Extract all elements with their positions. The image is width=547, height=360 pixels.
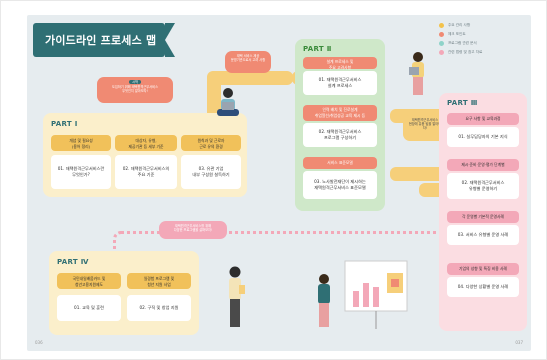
start-bubble-text: 도입하기 위해 재택원격근무서비스 무엇인지 알아보자! (111, 85, 158, 94)
legend-item: 관련 법령 및 참고 자료 (439, 50, 521, 55)
part3-card: PART Ⅲ 요구 사항 및 교육과정 01. 실무담당자의 기본 지식 제시·… (439, 93, 527, 331)
page-number-right: 037 (515, 340, 523, 345)
person-laptop-icon (213, 87, 243, 123)
part3-title: PART Ⅲ (447, 99, 478, 107)
part2-step-label: 01. 재택원격근무서비스 설계 프로세스 (318, 77, 362, 88)
legend-item: 체크 포인트 (439, 32, 521, 37)
part1-step-label: 01. 재택원격근무서비스란 무엇인가? (57, 166, 105, 177)
part4-step-label: 01. 교육 및 훈련 (74, 305, 104, 310)
part1-head-text: 대상자, 유형, 제공기관 등 세부 기준 (128, 138, 164, 149)
part3-step-label: 03. 서비스 유형별 운영 사례 (457, 232, 509, 237)
part3-step-label: 02. 재택원격근무서비스 유형별 운영하기 (461, 180, 505, 191)
part2-step[interactable]: 01. 재택원격근무서비스 설계 프로세스 (303, 71, 377, 95)
part2-step-label: 03. 노사발전재단이 제시하는 재택원격근무서비스 표준모델 (314, 179, 366, 190)
legend: 주요 관리 사항 체크 포인트 프로그램 관련 문서 관련 법령 및 참고 자료 (439, 23, 521, 59)
part1-step-label: 02. 재택원격근무서비스의 주요 기준 (122, 166, 170, 177)
page-title: 가이드라인 프로세스 맵 (45, 34, 157, 47)
legend-dot-icon (439, 32, 444, 37)
part1-title: PART Ⅰ (51, 120, 78, 128)
part4-step-label: 02. 구직 및 창업 지원 (139, 305, 179, 310)
part3-step[interactable]: 03. 서비스 유형별 운영 사례 (447, 225, 519, 245)
part3-step-label: 01. 실무담당자의 기본 지식 (458, 134, 508, 139)
chart-board-icon (343, 259, 409, 331)
part1-head-text: 원칙과 및 근로자 근로 유의 환경 (197, 138, 225, 149)
part3-head: 각 운영별 기본적 운영사례 (447, 211, 519, 223)
part4-bubble: 재택원격근무서비스를 위해 다양한 프로그램을 살펴보자! (159, 221, 227, 239)
part4-head-text: 일경험 프로그램 및 청년 지원 사업 (143, 276, 175, 287)
part1-step[interactable]: 03. 유관 기업 내부 구성원 설득하기 (181, 155, 241, 189)
part4-step[interactable]: 01. 교육 및 훈련 (57, 295, 121, 321)
part4-step[interactable]: 02. 구직 및 창업 지원 (127, 295, 191, 321)
path-segment (207, 71, 293, 85)
part1-head-text: 개념 및 필요성 (용어 정리) (69, 138, 93, 149)
part2-step[interactable]: 02. 재택원격근무서비스 프로그램 구성하기 (303, 123, 377, 147)
legend-label: 체크 포인트 (448, 32, 466, 36)
part3-step[interactable]: 01. 실무담당자의 기본 지식 (447, 127, 519, 147)
part1-card: PART Ⅰ 개념 및 필요성 (용어 정리) 대상자, 유형, 제공기관 등 … (43, 113, 247, 197)
title-banner: 가이드라인 프로세스 맵 (33, 23, 175, 57)
legend-dot-icon (439, 50, 444, 55)
person-man-icon (223, 265, 247, 331)
part2-title: PART Ⅱ (303, 45, 332, 53)
person-presenter-icon (313, 273, 335, 333)
start-bubble: 시작 도입하기 위해 재택원격근무서비스 무엇인지 알아보자! (97, 77, 173, 103)
part4-title: PART Ⅳ (57, 258, 89, 266)
part1-step[interactable]: 01. 재택원격근무서비스란 무엇인가? (51, 155, 111, 189)
process-map-canvas: 가이드라인 프로세스 맵 주요 관리 사항 체크 포인트 프로그램 관련 문서 … (27, 15, 531, 351)
part2-intro-bubble: 재택 서비스 제공 운영기관으로서 고려 사항 (225, 51, 271, 73)
part2-head-text: 서비스 표준모델 (327, 160, 353, 165)
part3-head-text: 요구 사항 및 교육과정 (465, 116, 501, 121)
part3-head-text: 기업의 성향 및 특징 비용 사례 (459, 266, 507, 271)
part4-card: PART Ⅳ 국민내일배움카드 및 청년고용지원제도 일경험 프로그램 및 청년… (49, 251, 199, 335)
part2-head: 설계 프로세스 및 주요 고려사항 (303, 57, 377, 70)
part2-head: 인력 배치 및 진로설계 취업알선/취업성공 교육 제시 등 (303, 105, 377, 121)
legend-item: 프로그램 관련 문서 (439, 41, 521, 46)
legend-dot-icon (439, 41, 444, 46)
part2-step[interactable]: 03. 노사발전재단이 제시하는 재택원격근무서비스 표준모델 (303, 171, 377, 199)
person-standing-icon (407, 51, 429, 101)
part1-step-label: 03. 유관 기업 내부 구성원 설득하기 (192, 166, 230, 177)
legend-label: 관련 법령 및 참고 자료 (448, 50, 483, 54)
part3-head: 요구 사항 및 교육과정 (447, 113, 519, 125)
legend-dot-icon (439, 23, 444, 28)
part3-head-text: 제시·준비·운영·평가 단계별 (461, 162, 505, 167)
part3-step-label: 04. 다양한 상황별 운영 사례 (457, 284, 509, 289)
part2-head: 서비스 표준모델 (303, 157, 377, 169)
part2-step-label: 02. 재택원격근무서비스 프로그램 구성하기 (318, 129, 362, 140)
title-flag (165, 23, 175, 57)
part2-head-text: 설계 프로세스 및 주요 고려사항 (326, 59, 354, 70)
part2-head-text: 인력 배치 및 진로설계 취업알선/취업성공 교육 제시 등 (314, 107, 366, 118)
legend-label: 주요 관리 사항 (448, 23, 471, 27)
part4-head-text: 국민내일배움카드 및 청년고용지원제도 (72, 276, 106, 287)
page-number-left: 036 (35, 340, 43, 345)
part4-head: 일경험 프로그램 및 청년 지원 사업 (127, 273, 191, 289)
part3-head: 제시·준비·운영·평가 단계별 (447, 159, 519, 171)
part1-step[interactable]: 02. 재택원격근무서비스의 주요 기준 (115, 155, 177, 189)
part3-step[interactable]: 02. 재택원격근무서비스 유형별 운영하기 (447, 173, 519, 199)
part1-head: 대상자, 유형, 제공기관 등 세부 기준 (115, 135, 177, 151)
legend-label: 프로그램 관련 문서 (448, 41, 477, 45)
part4-head: 국민내일배움카드 및 청년고용지원제도 (57, 273, 121, 289)
legend-item: 주요 관리 사항 (439, 23, 521, 28)
part3-head-text: 각 운영별 기본적 운영사례 (461, 214, 505, 219)
part1-head: 원칙과 및 근로자 근로 유의 환경 (181, 135, 241, 151)
part2-card: PART Ⅱ 설계 프로세스 및 주요 고려사항 01. 재택원격근무서비스 설… (295, 39, 385, 211)
part3-head: 기업의 성향 및 특징 비용 사례 (447, 263, 519, 275)
part1-head: 개념 및 필요성 (용어 정리) (51, 135, 111, 151)
start-tag: 시작 (129, 80, 141, 85)
part3-step[interactable]: 04. 다양한 상황별 운영 사례 (447, 277, 519, 297)
